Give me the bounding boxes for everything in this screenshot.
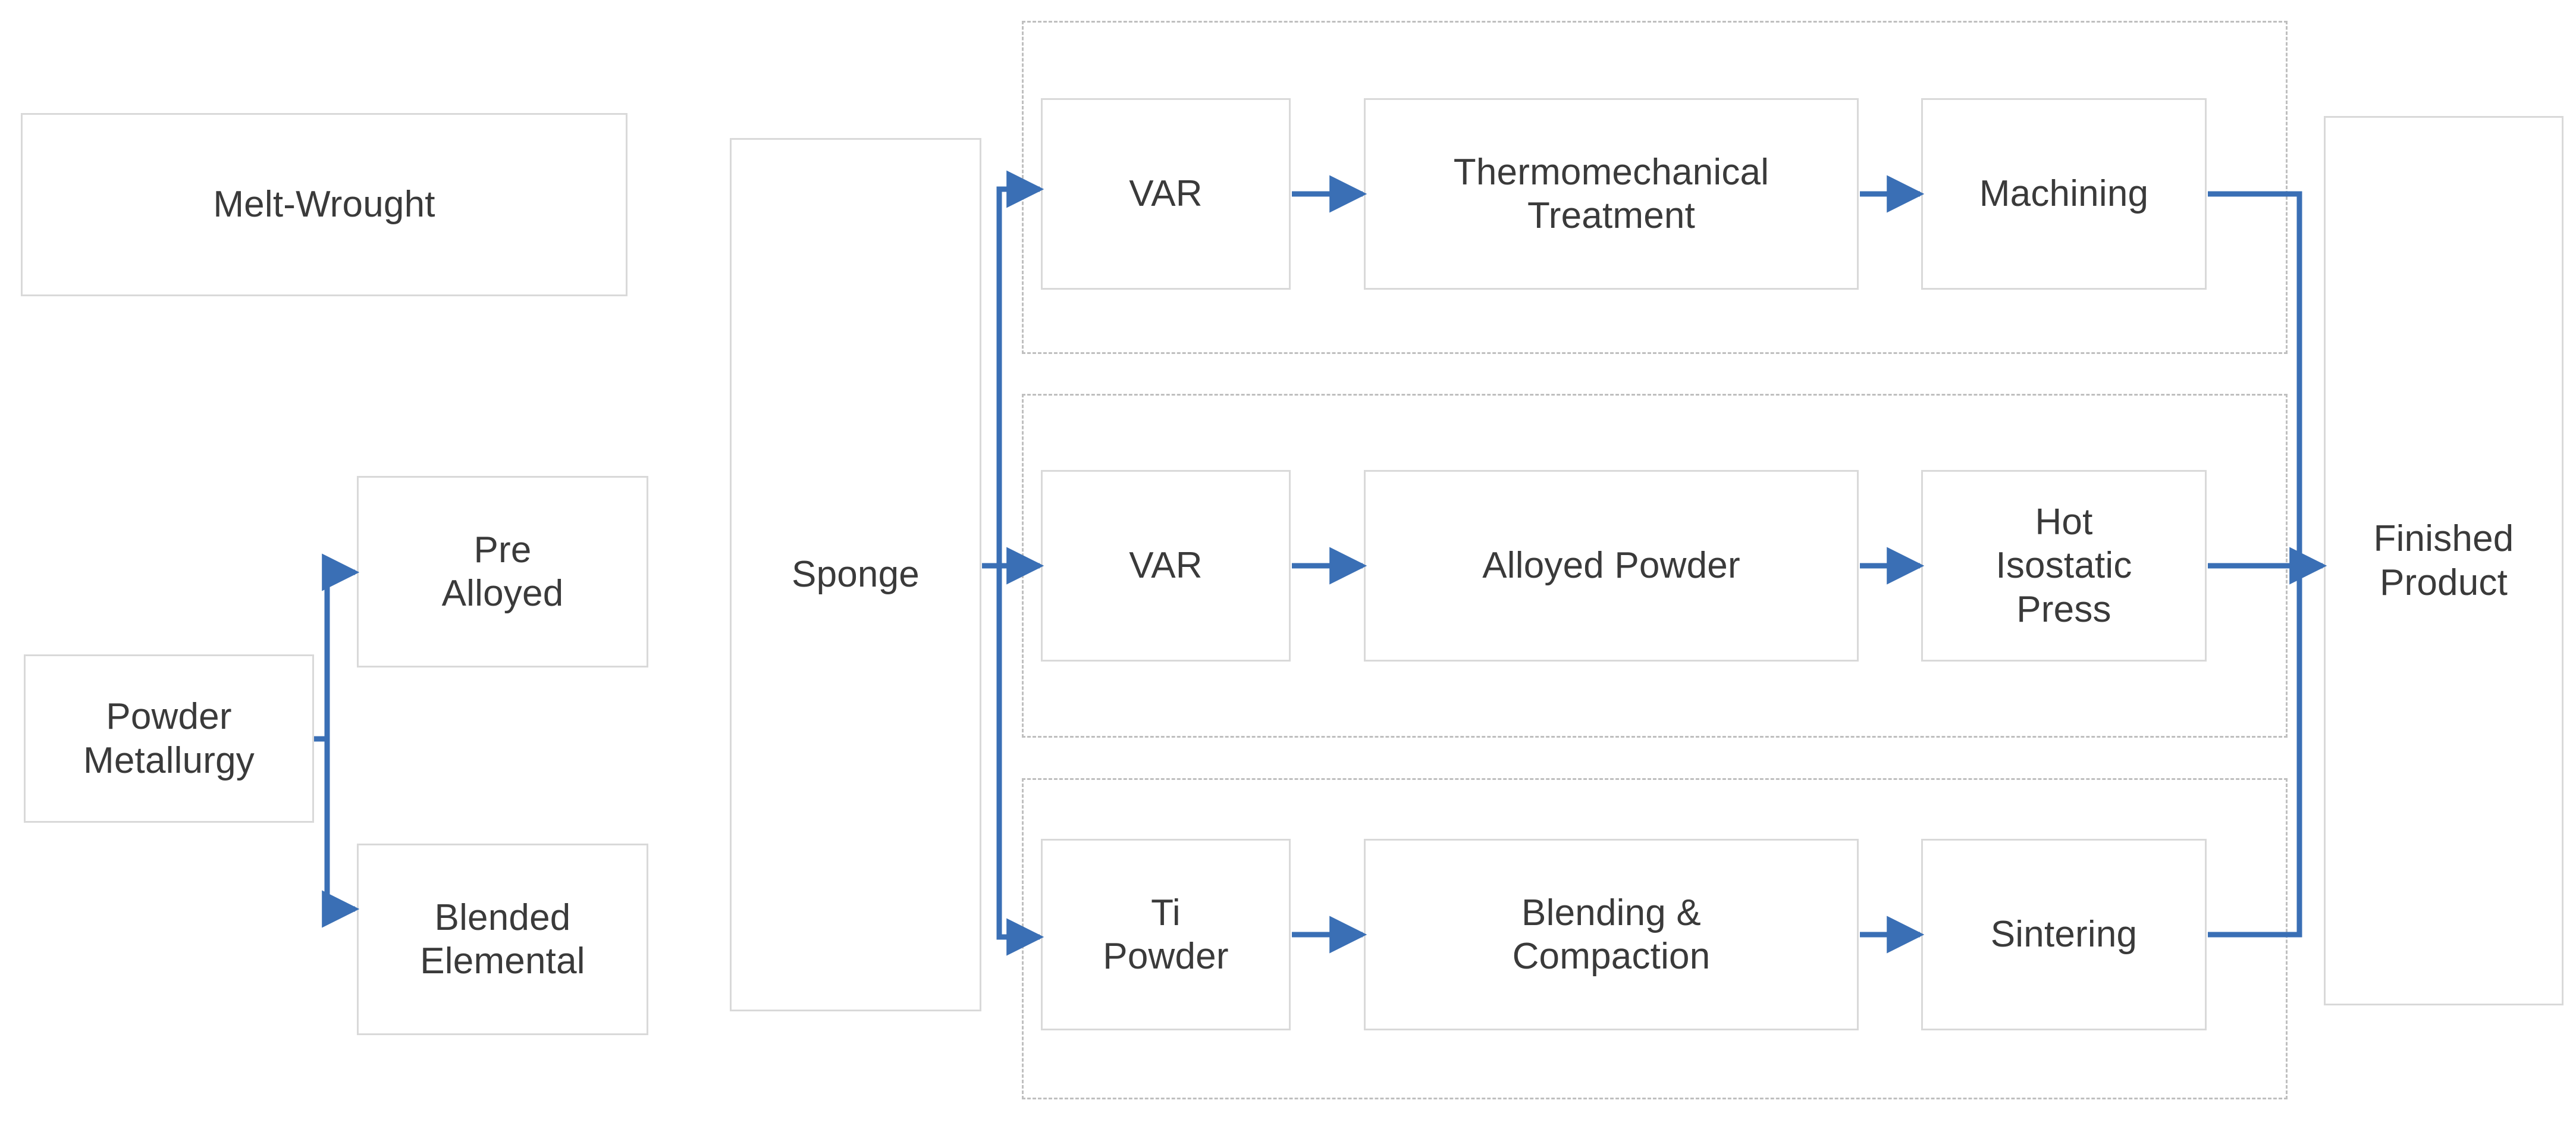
node-blending-compaction[interactable]: Blending & Compaction: [1364, 839, 1859, 1030]
node-ti-powder[interactable]: Ti Powder: [1041, 839, 1291, 1030]
node-sintering[interactable]: Sintering: [1921, 839, 2207, 1030]
node-alloyed-powder[interactable]: Alloyed Powder: [1364, 470, 1859, 662]
node-machining[interactable]: Machining: [1921, 98, 2207, 290]
node-pre-alloyed[interactable]: Pre Alloyed: [357, 476, 648, 667]
node-sponge[interactable]: Sponge: [730, 138, 981, 1011]
node-blended-elemental[interactable]: Blended Elemental: [357, 844, 648, 1035]
node-var-top[interactable]: VAR: [1041, 98, 1291, 290]
node-melt-wrought[interactable]: Melt-Wrought: [21, 113, 627, 296]
node-hot-isostatic-press[interactable]: Hot Isostatic Press: [1921, 470, 2207, 662]
node-powder-metallurgy[interactable]: Powder Metallurgy: [24, 654, 314, 823]
node-finished-product[interactable]: Finished Product: [2324, 116, 2564, 1005]
node-thermomechanical-treatment[interactable]: Thermomechanical Treatment: [1364, 98, 1859, 290]
connector-powder-metallurgy-branch: [314, 553, 360, 928]
node-var-middle[interactable]: VAR: [1041, 470, 1291, 662]
